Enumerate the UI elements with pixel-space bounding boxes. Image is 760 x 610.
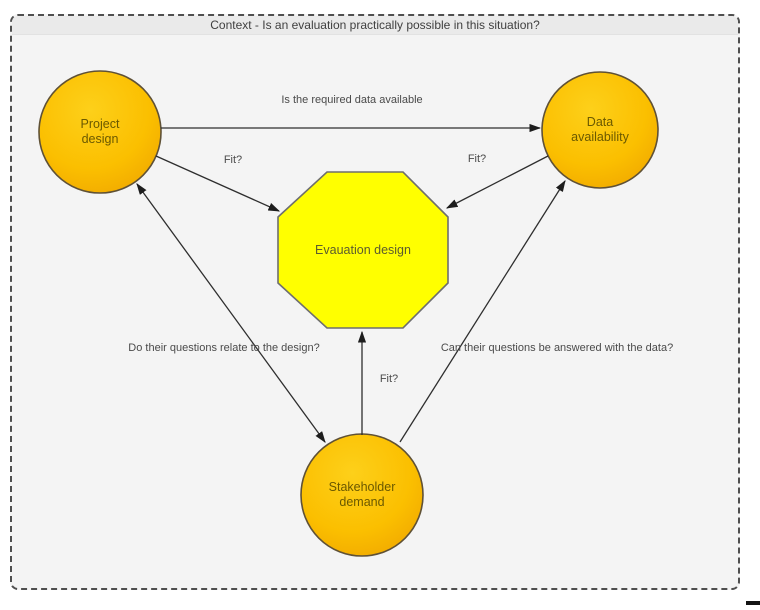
edge-label-fit-bottom: Fit? [379, 373, 399, 385]
edge-label-questions-design: Do their questions relate to the design? [128, 342, 320, 354]
label-line: Stakeholder [328, 480, 396, 494]
corner-mark [746, 601, 760, 605]
label-line: Data [586, 115, 614, 129]
label-stakeholder-demand: Stakeholder demand [329, 480, 396, 510]
label-line: demand [339, 495, 385, 509]
edge-label-required-data: Is the required data available [281, 94, 423, 106]
label-line: design [81, 132, 119, 146]
label-line: availability [571, 130, 629, 144]
edge-label-fit-left: Fit? [223, 154, 243, 166]
edge-label-fit-right: Fit? [467, 153, 487, 165]
label-project-design: Project design [81, 117, 120, 147]
frame-title: Context - Is an evaluation practically p… [12, 16, 738, 35]
edge-label-questions-data: Can their questions be answered with the… [440, 342, 674, 354]
label-line: Project [80, 117, 120, 131]
label-evaluation-design: Evauation design [315, 243, 411, 257]
label-data-availability: Data availability [571, 115, 629, 145]
